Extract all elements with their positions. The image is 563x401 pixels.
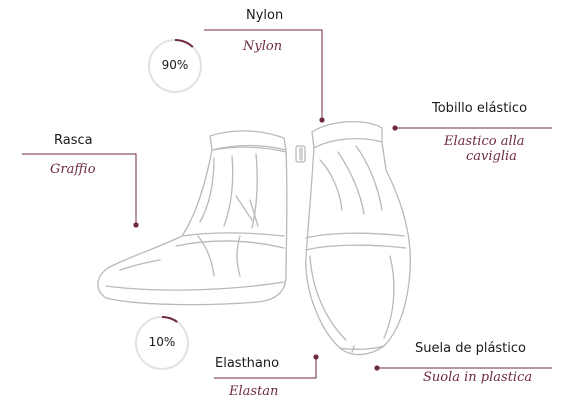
dot-nylon (319, 117, 324, 122)
scratch-translation: Graffio (50, 162, 96, 177)
ankle-label: Tobillo elástico (432, 101, 527, 116)
nylon-translation: Nylon (243, 39, 282, 54)
sole-translation: Suola in plastica (423, 370, 532, 385)
nylon-label: Nylon (246, 8, 283, 23)
elastane-translation: Elastan (229, 384, 278, 399)
elastane-label: Elasthano (215, 356, 279, 371)
dot-scratch (133, 222, 138, 227)
nylon-percent: 90% (150, 58, 200, 72)
dot-ankle (392, 125, 397, 130)
dot-sole (374, 365, 379, 370)
left-boot-illustration (98, 131, 287, 305)
sole-label: Suela de plástico (415, 341, 526, 356)
elastane-percent: 10% (137, 335, 187, 349)
ankle-translation-line2: caviglia (466, 149, 517, 164)
ankle-translation-line1: Elastico alla (444, 134, 525, 149)
dot-elastane (313, 354, 318, 359)
right-boot-illustration (296, 122, 410, 355)
scratch-label: Rasca (54, 133, 93, 148)
